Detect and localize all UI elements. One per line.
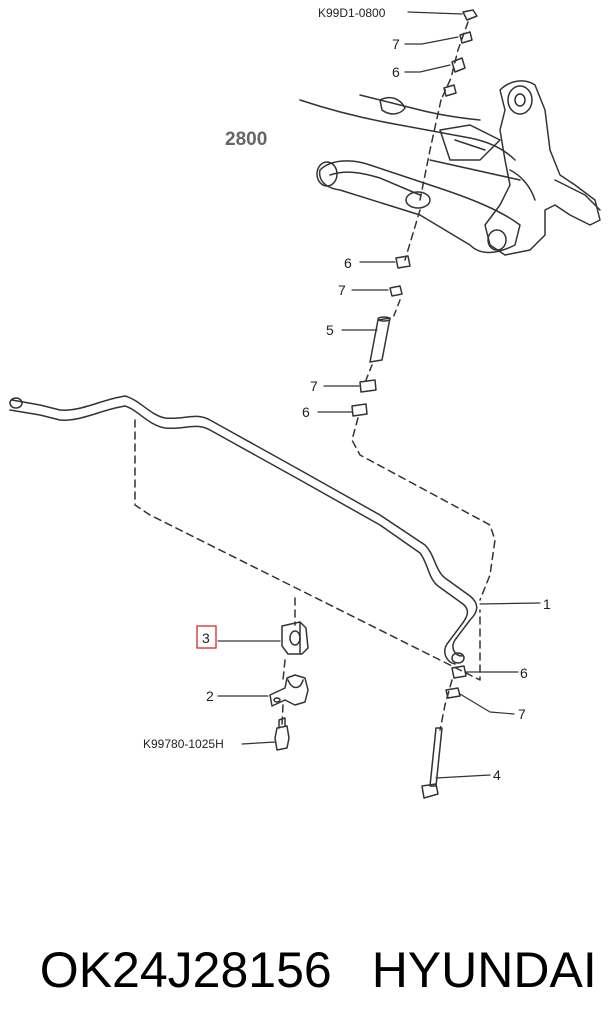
link-hardware-top (404, 9, 478, 261)
callout-1: 1 (543, 596, 551, 612)
bracket-bolt (274, 717, 290, 751)
label-top-code: K99D1-0800 (318, 6, 386, 20)
leader-lines (217, 11, 541, 779)
callout-7-mid: 7 (338, 282, 346, 298)
stabilizer-bar (9, 395, 478, 665)
link-hardware-middle (351, 255, 496, 601)
callout-3: 3 (202, 630, 210, 646)
lower-link-hardware (445, 665, 467, 699)
caption: OK24J28156 HYUNDAI (0, 850, 611, 998)
mount-dashed-guide (134, 419, 481, 731)
stabilizer-bar-diagram: K99D1-0800 7 6 2800 6 7 5 7 6 1 3 2 6 7 … (9, 6, 601, 799)
callout-7-top: 7 (392, 36, 400, 52)
callout-6-low: 6 (302, 404, 310, 420)
highlight-box (196, 625, 217, 649)
callout-6-right: 6 (520, 665, 528, 681)
callout-7-right: 7 (518, 706, 526, 722)
part-number: OK24J28156 (39, 942, 332, 998)
long-link-bolt (421, 727, 443, 799)
bushing (281, 621, 309, 655)
callout-5: 5 (326, 322, 334, 338)
callout-6-top: 6 (392, 64, 400, 80)
callout-6-mid: 6 (344, 255, 352, 271)
label-ref-group: 2800 (225, 129, 267, 150)
callout-2: 2 (206, 688, 214, 704)
callout-4: 4 (493, 767, 501, 783)
knuckle-assembly (299, 80, 601, 256)
label-bolt-code: K99780-1025H (143, 737, 224, 751)
bracket (269, 674, 309, 707)
brand-name: HYUNDAI (371, 942, 597, 998)
callout-7-low: 7 (310, 378, 318, 394)
